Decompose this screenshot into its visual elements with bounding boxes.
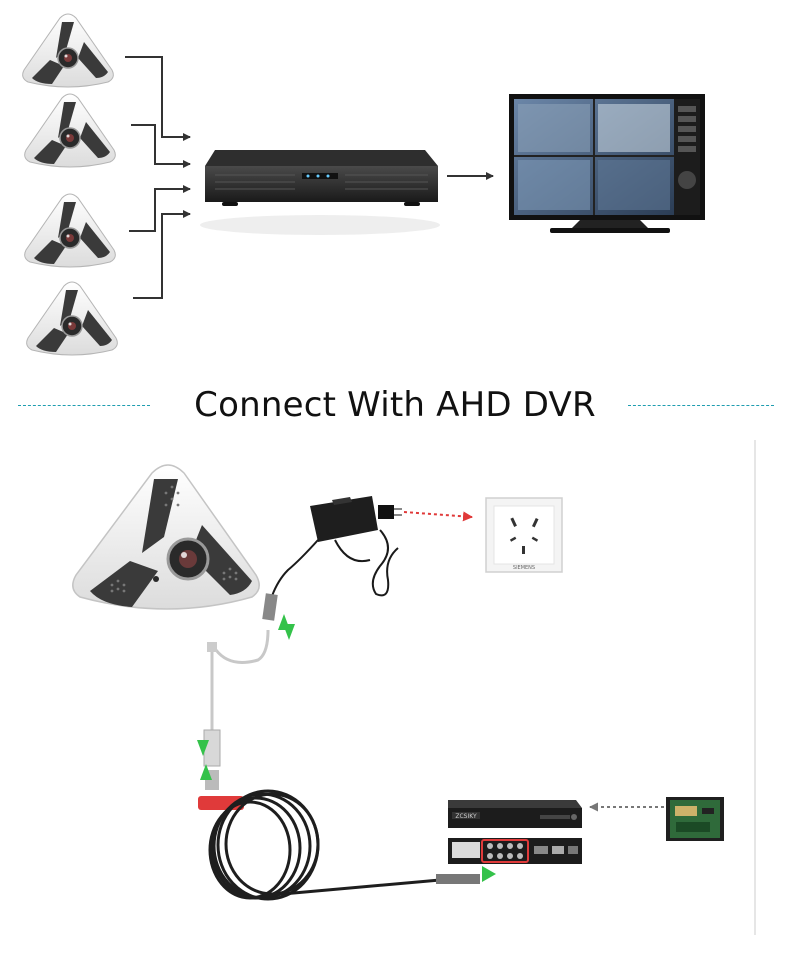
camera-1 (21, 13, 115, 88)
dvr-front: ZCSIKY (448, 800, 582, 828)
camera-to-dvr-lines (125, 56, 191, 299)
camera-4 (25, 281, 119, 356)
dvr-top (200, 150, 440, 235)
arrow-line-4 (133, 210, 191, 299)
green-arrows-bnc (197, 740, 212, 780)
wall-socket: SIEMENS (485, 497, 563, 573)
power-adapter (310, 496, 402, 542)
title-divider-left (18, 405, 150, 406)
cable-end-connector (436, 874, 480, 884)
green-arrow-dvr (482, 866, 496, 882)
socket-brand-label: SIEMENS (513, 565, 535, 571)
video-cable (210, 629, 270, 732)
plug-to-socket-arrow (403, 511, 473, 522)
green-arrows-power (278, 614, 295, 640)
camera-3 (23, 193, 117, 268)
large-camera (72, 464, 260, 610)
arrow-line-3 (129, 185, 191, 232)
arrow-line-1 (125, 56, 191, 141)
page-title: Connect With AHD DVR (194, 385, 596, 425)
dvr-brand-label: ZCSIKY (455, 813, 477, 820)
dvr-back (448, 838, 582, 864)
title-bar: Connect With AHD DVR (0, 380, 790, 430)
coax-cable-coil (208, 789, 441, 901)
title-divider-right (628, 405, 774, 406)
monitor (509, 94, 705, 233)
arrow-line-2 (131, 124, 191, 168)
power-cord (271, 529, 399, 597)
bnc-connector (203, 729, 221, 767)
camera-2 (23, 93, 117, 168)
hard-drive (666, 797, 724, 841)
